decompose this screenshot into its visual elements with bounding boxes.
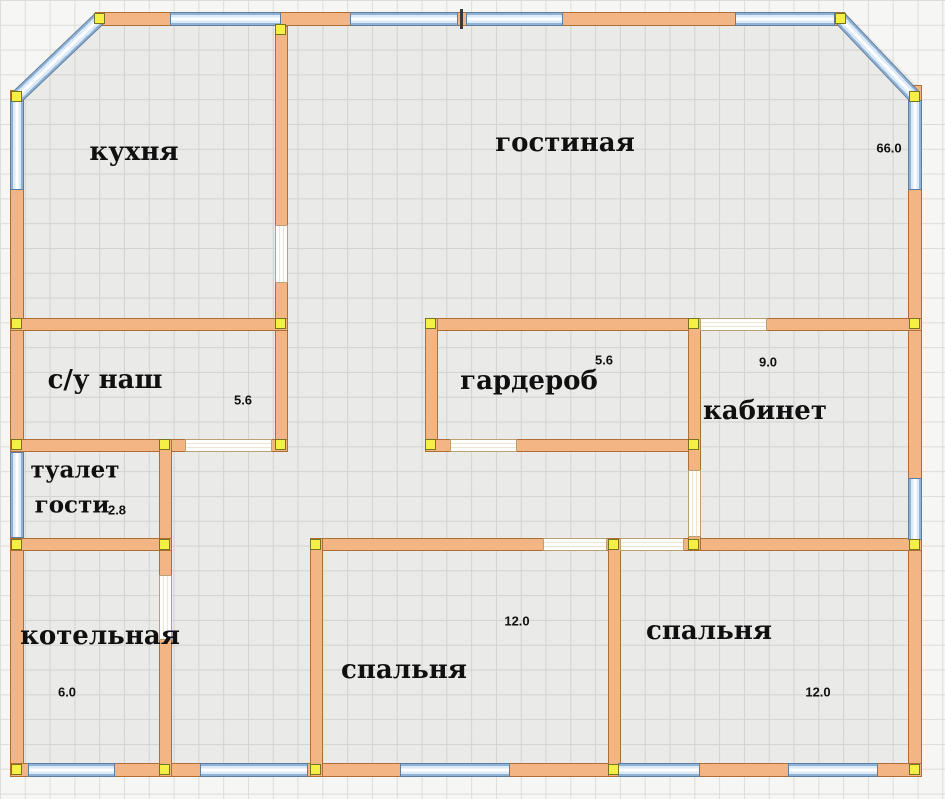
- window[interactable]: [466, 12, 563, 26]
- door[interactable]: [185, 439, 272, 452]
- corner-node[interactable]: [275, 439, 286, 450]
- corner-node[interactable]: [608, 764, 619, 775]
- corner-node[interactable]: [688, 539, 699, 550]
- corner-node[interactable]: [909, 539, 920, 550]
- corner-node[interactable]: [94, 13, 105, 24]
- corner-node[interactable]: [909, 91, 920, 102]
- corner-node[interactable]: [909, 764, 920, 775]
- room-label-bedroom-mid: спальня: [341, 655, 467, 685]
- wall[interactable]: [425, 318, 438, 452]
- room-label-bedroom-right: спальня: [646, 616, 772, 646]
- window[interactable]: [350, 12, 458, 26]
- window[interactable]: [908, 478, 922, 540]
- corner-node[interactable]: [835, 13, 846, 24]
- door[interactable]: [543, 538, 607, 551]
- corner-node[interactable]: [11, 318, 22, 329]
- wall-joint-tick: [460, 9, 463, 29]
- window[interactable]: [10, 100, 24, 190]
- room-label-office: кабинет: [703, 396, 827, 426]
- area-label-office: 9.0: [758, 354, 778, 370]
- wall[interactable]: [310, 538, 323, 777]
- corner-node[interactable]: [275, 24, 286, 35]
- window[interactable]: [788, 763, 878, 777]
- corner-node[interactable]: [909, 318, 920, 329]
- room-label-boiler: котельная: [20, 621, 180, 651]
- corner-node[interactable]: [310, 764, 321, 775]
- corner-node[interactable]: [608, 539, 619, 550]
- window[interactable]: [908, 100, 922, 190]
- door[interactable]: [700, 318, 767, 331]
- corner-node[interactable]: [11, 764, 22, 775]
- door[interactable]: [275, 225, 288, 283]
- door[interactable]: [620, 538, 684, 551]
- wall[interactable]: [10, 90, 24, 777]
- wall[interactable]: [425, 318, 922, 331]
- area-label-bedroom-right: 12.0: [805, 684, 831, 700]
- window[interactable]: [618, 763, 700, 777]
- window[interactable]: [28, 763, 115, 777]
- corner-node[interactable]: [425, 439, 436, 450]
- corner-node[interactable]: [425, 318, 436, 329]
- room-label-toilet-line2: гости: [34, 491, 110, 519]
- room-label-living: гостиная: [495, 128, 635, 158]
- area-label-wardrobe: 5.6: [594, 352, 614, 368]
- area-label-bedroom-mid: 12.0: [504, 613, 530, 629]
- corner-node[interactable]: [11, 539, 22, 550]
- door[interactable]: [159, 575, 172, 640]
- window[interactable]: [170, 12, 281, 26]
- room-label-bathroom: с/у наш: [47, 365, 163, 395]
- corner-node[interactable]: [310, 539, 321, 550]
- window[interactable]: [200, 763, 308, 777]
- door[interactable]: [450, 439, 517, 452]
- wall[interactable]: [10, 318, 288, 331]
- area-label-toilet: 2.8: [107, 502, 127, 518]
- corner-node[interactable]: [159, 539, 170, 550]
- corner-node[interactable]: [11, 439, 22, 450]
- corner-node[interactable]: [275, 318, 286, 329]
- corner-node[interactable]: [11, 91, 22, 102]
- door[interactable]: [688, 470, 701, 537]
- window[interactable]: [400, 763, 510, 777]
- corner-node[interactable]: [688, 439, 699, 450]
- area-label-bathroom: 5.6: [233, 392, 253, 408]
- corner-node[interactable]: [159, 439, 170, 450]
- area-label-living: 66.0: [876, 140, 902, 156]
- room-label-kitchen: кухня: [89, 137, 179, 167]
- corner-node[interactable]: [159, 764, 170, 775]
- corner-node[interactable]: [688, 318, 699, 329]
- window[interactable]: [10, 452, 24, 538]
- wall[interactable]: [10, 538, 172, 551]
- room-label-toilet-line1: туалет: [30, 456, 120, 484]
- wall[interactable]: [608, 538, 621, 777]
- area-label-boiler: 6.0: [57, 684, 77, 700]
- window[interactable]: [735, 12, 835, 26]
- room-label-wardrobe: гардероб: [460, 366, 598, 396]
